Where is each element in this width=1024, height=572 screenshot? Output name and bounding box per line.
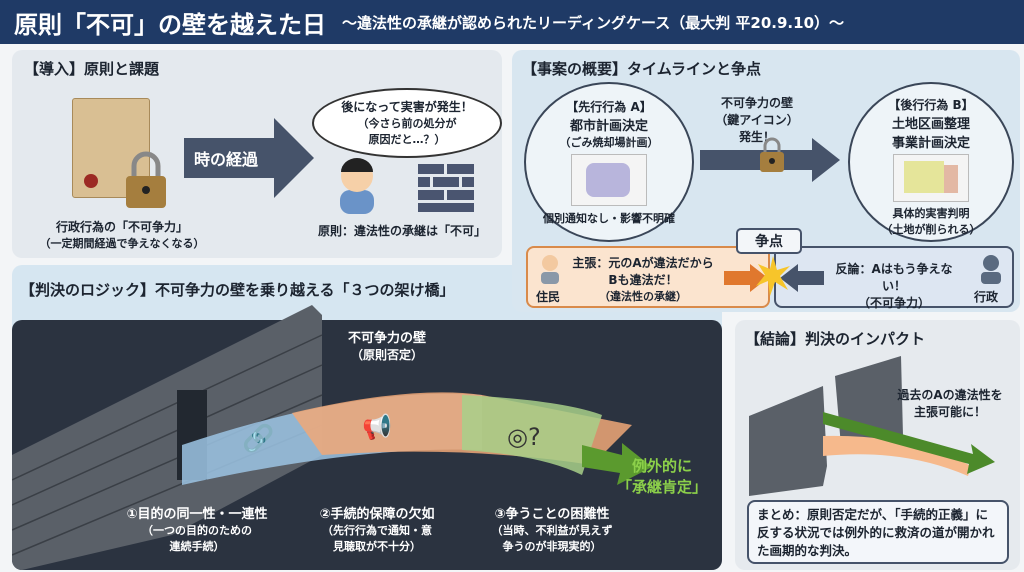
lock-icon (760, 137, 784, 172)
government-box: 反論：Aはもう争えない！ （不可争力） 行政 (774, 246, 1014, 311)
impact-label: 過去のAの違法性を 主張可能に！ (885, 386, 1015, 420)
bridge-desc: 見聴取が不十分） (333, 540, 421, 553)
rebuttal-line: 反論：Aはもう争えない！ (835, 262, 953, 293)
megaphone-icon: 📢 (362, 413, 392, 441)
brick-wall-icon (418, 164, 474, 212)
resident-label: 住民 (536, 290, 561, 304)
time-passage-label: 時の経過 (194, 150, 259, 169)
government-label: 行政 (974, 290, 999, 304)
clash-icon (756, 256, 790, 296)
act-a-note: 個別通知なし・影響不明確 (543, 212, 675, 225)
thought-line: 後になって実害が発生！ (341, 100, 473, 114)
bridge-segment-3 (462, 395, 602, 475)
lock-icon (126, 151, 166, 208)
arrow-right-icon (184, 118, 314, 198)
result-text: 例外的に 「承継肯定」 (612, 455, 712, 497)
bridge-1-label: ①目的の同一性・一連性 （一つの目的のための 連続手続） (112, 503, 282, 554)
conclusion-title: 【結論】判決のインパクト (745, 330, 926, 348)
doc-caption: 行政行為の「不可争力」 （一定期間経過で争えなくなる） (32, 218, 212, 251)
act-a-sub: （ごみ焼却場計画） (559, 136, 659, 149)
resident-claim: 主張：元のAが違法だから Bも違法だ！ （違法性の承継） (568, 254, 718, 304)
map-b-image (893, 154, 969, 202)
intro-title: 【導入】原則と課題 (24, 60, 160, 78)
bridge-desc: （先行行為で通知・意 (322, 524, 432, 537)
bridge-2-label: ②手続的保障の欠如 （先行行為で通知・意 見聴取が不十分） (292, 503, 462, 554)
brick-wall (12, 305, 323, 570)
bridge-desc: （当時、不利益が見えず (491, 524, 613, 537)
bridge-title: ①目的の同一性・一連性 (126, 507, 268, 522)
wall-caption: 不可争力の壁 （原則否定） (332, 327, 442, 363)
header: 原則「不可」の壁を越えた日 ～違法性の承継が認められたリーディングケース（最大判… (0, 0, 1024, 44)
result-arrow (582, 443, 652, 485)
claim-line: Bも違法だ！ (608, 273, 678, 287)
impact-line: 主張可能に！ (913, 405, 986, 419)
issue-badge: 争点 (736, 228, 802, 254)
worried-person-icon (340, 158, 374, 214)
doc-caption-line: 行政行為の「不可争力」 (55, 220, 188, 234)
summary-box: まとめ：原則否定だが、「手続的正義」に反する状況では例外的に救済の道が開かれた画… (747, 500, 1009, 564)
overview-title: 【事案の概要】タイムラインと争点 (522, 60, 761, 78)
act-a-circle: 【先行行為 A】 都市計画決定 （ごみ焼却場計画） 個別通知なし・影響不明確 (524, 82, 694, 242)
seal-icon (84, 174, 98, 188)
resident-box: 住民 主張：元のAが違法だから Bも違法だ！ （違法性の承継） (526, 246, 770, 308)
act-b-circle: 【後行行為 B】 土地区画整理 事業計画決定 具体的実害判明 （土地が削られる） (848, 82, 1014, 242)
overview-panel: 【事案の概要】タイムラインと争点 【先行行為 A】 都市計画決定 （ごみ焼却場計… (512, 50, 1020, 312)
arrow-right-icon (823, 412, 995, 474)
impact-line: 過去のAの違法性を (897, 388, 1003, 402)
thought-bubble: 後になって実害が発生！ （今さら前の処分が 原因だと…？） (312, 88, 502, 158)
map-a-image (571, 154, 647, 206)
act-b-name: 土地区画整理 (891, 117, 970, 132)
broken-wall-bridge (749, 356, 995, 496)
page-title: 原則「不可」の壁を越えた日 (14, 10, 326, 39)
chain-link-icon: 🔗 (242, 422, 274, 454)
rebuttal-line: （不可争力） (857, 296, 930, 310)
arrow-left-icon (780, 264, 824, 292)
act-b-note: 具体的実害判明 (892, 207, 970, 220)
conclusion-panel: 【結論】判決のインパクト 過去のAの違法性を 主張可能に！ まとめ：原則否定だが… (735, 320, 1020, 570)
act-a-label: 【先行行為 A】 (566, 100, 652, 114)
claim-line: （違法性の承継） (599, 290, 687, 303)
bridge-desc: 争うのが非現実的） (502, 540, 602, 553)
wall-label: 不可争力の壁 （鍵アイコン） 発生！ (702, 94, 812, 145)
act-b-note: （土地が削られる） (881, 223, 981, 236)
thought-line: （今さら前の処分が (357, 117, 457, 130)
result-line: 「承継肯定」 (616, 478, 707, 496)
government-rebuttal: 反論：Aはもう争えない！ （不可争力） (824, 260, 964, 311)
page-subtitle: ～違法性の承継が認められたリーディングケース（最大判 平20.9.10）～ (342, 13, 845, 32)
principle-text: 原則：違法性の承継は「不可」 (317, 224, 486, 238)
intro-panel: 【導入】原則と課題 行政行為の「不可争力」 （一定期間経過で争えなくなる） 時の経… (12, 50, 502, 258)
resident-icon (541, 255, 559, 284)
wall-caption-line: 不可争力の壁 (347, 331, 426, 346)
result-line: 例外的に (631, 457, 692, 475)
wall-caption-line: （原則否定） (350, 348, 423, 362)
wall-label-line: （鍵アイコン） (715, 113, 799, 127)
claim-line: 主張：元のAが違法だから (572, 256, 714, 270)
logic-panel: 【判決のロジック】不可争力の壁を乗り越える「３つの架け橋」 不可争力の壁 （原則… (12, 265, 722, 570)
official-icon (981, 255, 1001, 284)
wall-label-line: 不可争力の壁 (720, 96, 793, 110)
act-a-name: 都市計画決定 (569, 119, 648, 134)
thought-line: 原因だと…？） (368, 133, 446, 146)
act-b-label: 【後行行為 B】 (888, 98, 974, 112)
doc-caption-line: （一定期間経過で争えなくなる） (39, 237, 205, 250)
bridge-3-label: ③争うことの困難性 （当時、不利益が見えず 争うのが非現実的） (467, 503, 637, 554)
target-question-icon: ◎? (507, 423, 541, 451)
bridge-title: ③争うことの困難性 (494, 507, 610, 522)
act-b-name: 事業計画決定 (891, 136, 970, 151)
bridge-desc: （一つの目的のための (142, 524, 252, 537)
logic-title: 【判決のロジック】不可争力の壁を乗り越える「３つの架け橋」 (20, 281, 455, 299)
bridge-desc: 連続手続） (169, 540, 225, 553)
bridge-title: ②手続的保障の欠如 (319, 507, 435, 522)
bridge: 🔗 📢 ◎? (182, 392, 652, 485)
